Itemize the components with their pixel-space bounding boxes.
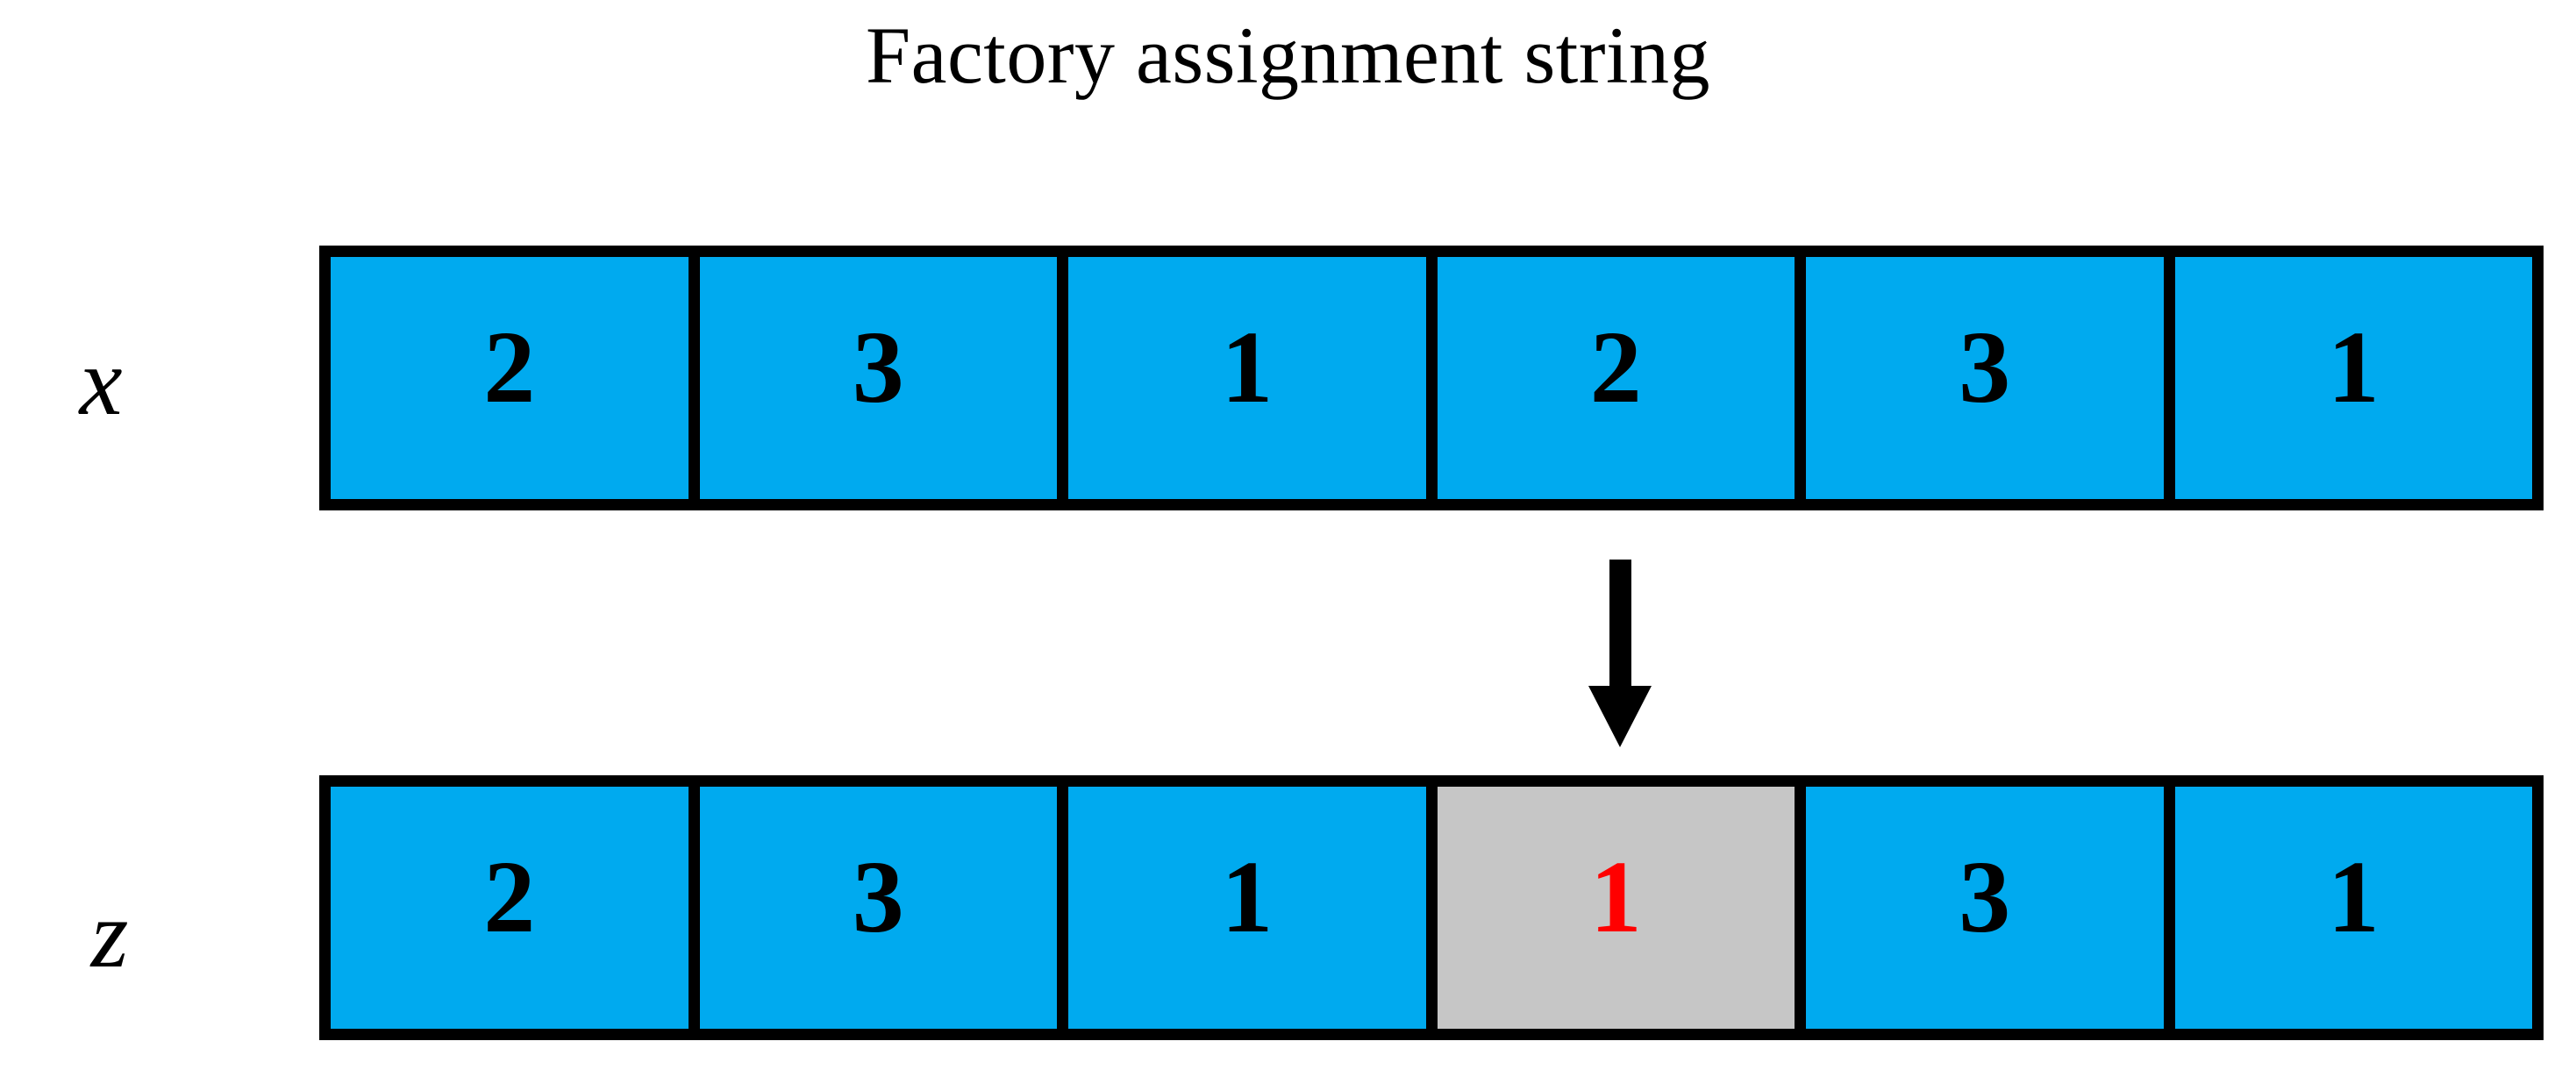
string-row-x: 2 3 1 2 3 1 [319, 246, 2544, 510]
cell-x-3[interactable]: 2 [1437, 257, 1795, 499]
cell-value: 1 [1221, 839, 1274, 954]
cell-x-5[interactable]: 1 [2174, 257, 2532, 499]
cell-z-0[interactable]: 2 [331, 787, 689, 1029]
page-title: Factory assignment string [865, 11, 1711, 100]
arrow-head [1588, 686, 1652, 747]
string-row-z: 2 3 1 1 3 1 [319, 775, 2544, 1040]
cell-x-1[interactable]: 3 [699, 257, 1057, 499]
cell-value: 1 [2327, 310, 2380, 424]
cell-z-1[interactable]: 3 [699, 787, 1057, 1029]
cell-value: 2 [483, 839, 536, 954]
cell-z-2[interactable]: 1 [1068, 787, 1426, 1029]
cell-z-4[interactable]: 3 [1806, 787, 2164, 1029]
down-arrow-icon [1588, 560, 1652, 747]
cell-z-5[interactable]: 1 [2174, 787, 2532, 1029]
cell-x-0[interactable]: 2 [331, 257, 689, 499]
cell-z-3[interactable]: 1 [1437, 787, 1795, 1029]
cell-value: 1 [1221, 310, 1274, 424]
row-label-x: x [79, 328, 123, 435]
cell-value: 3 [1959, 310, 2011, 424]
cell-value: 2 [1589, 310, 1642, 424]
cell-value: 3 [852, 839, 904, 954]
cell-value: 1 [2327, 839, 2380, 954]
cell-x-2[interactable]: 1 [1068, 257, 1426, 499]
cell-value: 1 [1589, 839, 1642, 954]
arrow-shaft [1609, 560, 1631, 688]
cell-value: 3 [852, 310, 904, 424]
cell-value: 3 [1959, 839, 2011, 954]
row-label-z: z [90, 881, 129, 988]
cell-value: 2 [483, 310, 536, 424]
cell-x-4[interactable]: 3 [1806, 257, 2164, 499]
